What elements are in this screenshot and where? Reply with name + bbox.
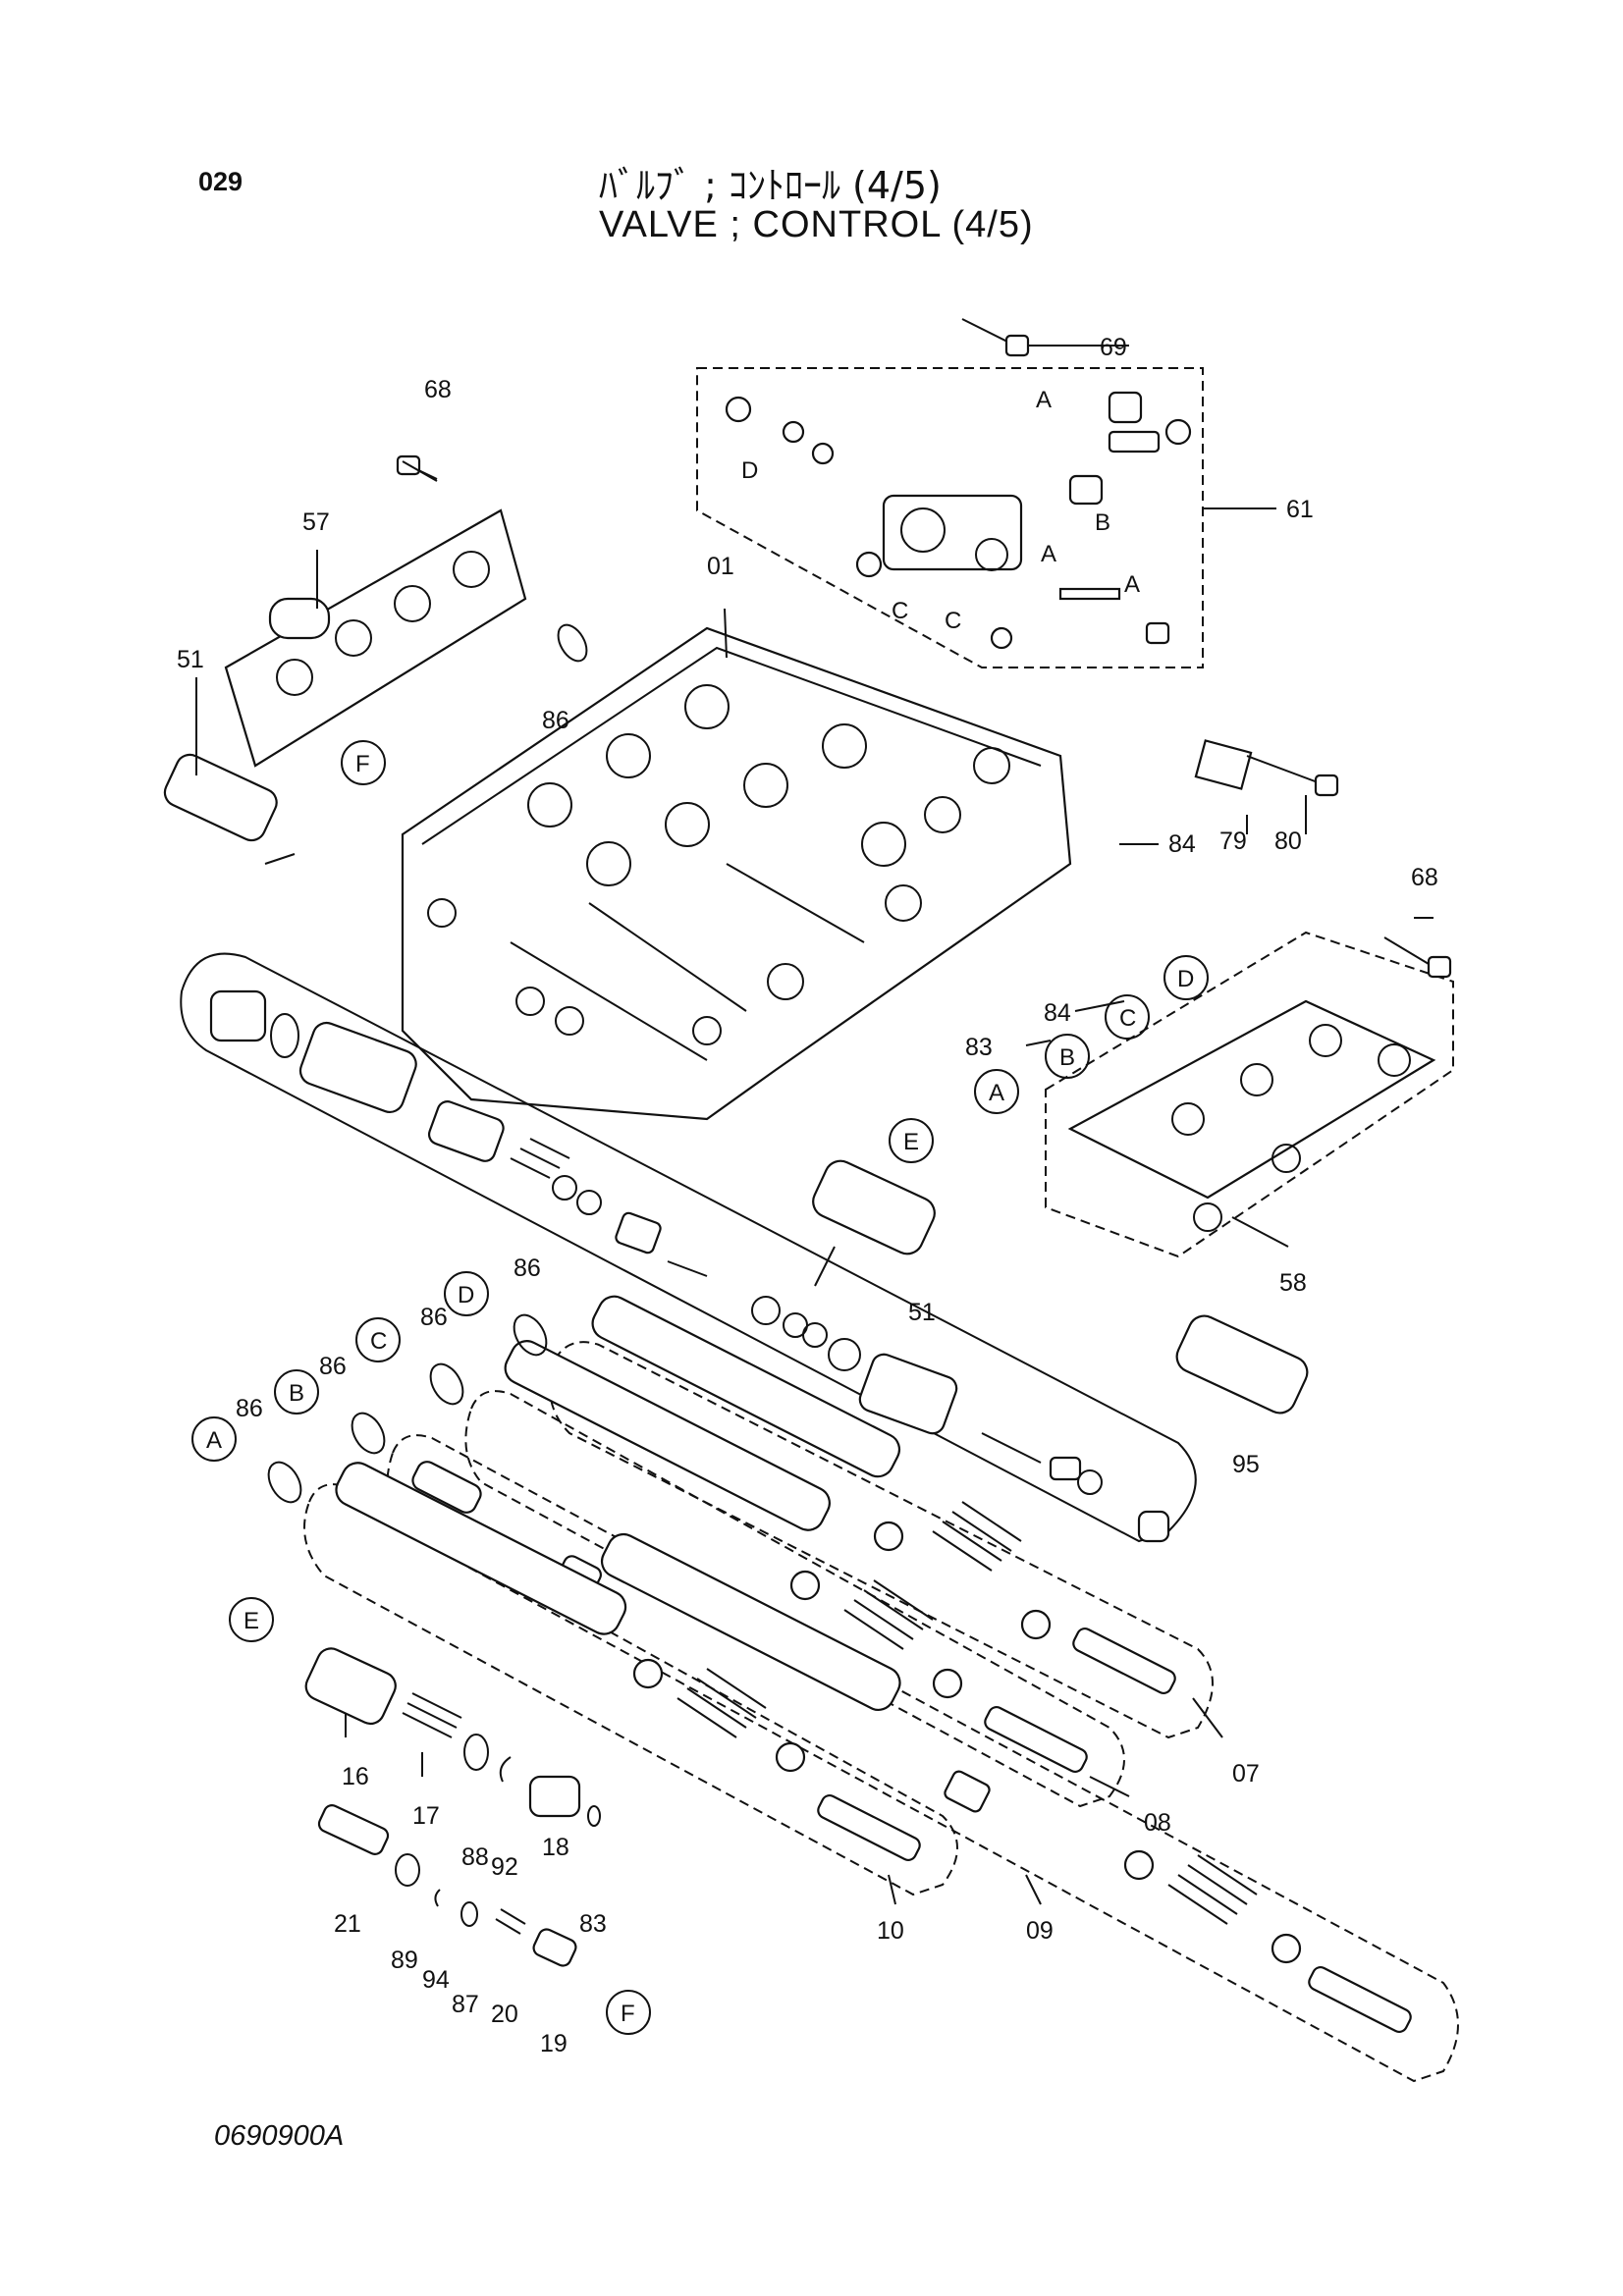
- part-label: 68: [424, 376, 452, 403]
- box-61-letters: A B A A D C C: [741, 387, 1140, 634]
- part-label: 92: [491, 1853, 518, 1881]
- part-label: 86: [420, 1304, 448, 1331]
- solenoid-51-center: [812, 1159, 936, 1287]
- valve-body-01: [401, 626, 1072, 1121]
- callout-letter: F: [355, 751, 370, 777]
- part-label: 69: [1100, 334, 1127, 361]
- part-label: 07: [1232, 1760, 1260, 1788]
- o-rings-86: [267, 623, 588, 1504]
- part-label: 20: [491, 2001, 518, 2028]
- part-label: 84: [1168, 830, 1196, 858]
- title-english: VALVE ; CONTROL (4/5): [599, 204, 1034, 245]
- part-label: 09: [1026, 1917, 1054, 1945]
- callout-letter: A: [989, 1080, 1004, 1106]
- solenoid-95: [1175, 1314, 1309, 1415]
- part-label: 51: [908, 1299, 936, 1326]
- callout-letter: C: [945, 608, 961, 634]
- part-label: 10: [877, 1917, 904, 1945]
- cover-58: [1045, 931, 1454, 1258]
- solenoid-51-left: [163, 753, 296, 865]
- callout-circles: F D C B A E D C B A E F: [191, 740, 1209, 2035]
- bolt-68-right: [1383, 936, 1452, 979]
- callout-letter: A: [1124, 571, 1140, 598]
- part-label: 79: [1219, 828, 1247, 855]
- callout-letter: C: [370, 1328, 387, 1355]
- callout-letter: C: [1119, 1005, 1136, 1032]
- part-label: 89: [391, 1947, 418, 1974]
- callout-letter: D: [458, 1282, 474, 1308]
- part-label: 86: [319, 1353, 347, 1380]
- title-japanese: ﾊﾞﾙﾌﾞ ; ｺﾝﾄﾛｰﾙ (4/5): [599, 164, 942, 207]
- subassembly-61: [696, 367, 1204, 668]
- leader-lines: [195, 345, 1434, 1905]
- part-label: 18: [542, 1834, 569, 1861]
- part-label: 58: [1279, 1269, 1307, 1297]
- part-label: 51: [177, 646, 204, 673]
- callout-letter: D: [1177, 966, 1194, 992]
- part-number-labels: 01 07 08 09 10 16 17 18 19 20 21 51 51 5…: [177, 334, 1438, 2057]
- part-label: 86: [236, 1395, 263, 1422]
- page-number: 029: [198, 167, 243, 196]
- bolt-68-upper: [396, 454, 438, 482]
- callout-letter: F: [621, 2001, 635, 2027]
- bolt-69: [961, 318, 1090, 357]
- part-label: 21: [334, 1910, 361, 1938]
- cover-plate-57: [224, 508, 527, 768]
- callout-letter: C: [892, 598, 908, 624]
- part-label: 86: [542, 707, 569, 734]
- spool-group-07: [549, 1295, 1214, 1739]
- part-label: 83: [965, 1034, 993, 1061]
- spool-group-10: [303, 1462, 958, 1896]
- part-label: 87: [452, 1991, 479, 2018]
- plate-79: [1194, 739, 1253, 790]
- callout-letter: B: [1059, 1044, 1075, 1071]
- spool-group-08: [464, 1340, 1125, 1808]
- callout-letter: E: [243, 1608, 259, 1634]
- part-label: 83: [579, 1910, 607, 1938]
- spool-group-09: [386, 1434, 1459, 2083]
- callout-letter: B: [289, 1380, 304, 1407]
- part-label: 84: [1044, 999, 1071, 1027]
- part-label: 61: [1286, 496, 1314, 523]
- callout-letter: E: [903, 1129, 919, 1155]
- part-label: 95: [1232, 1451, 1260, 1478]
- callout-letter: A: [206, 1427, 222, 1454]
- part-label: 08: [1144, 1809, 1171, 1837]
- part-label: 94: [422, 1966, 450, 1994]
- part-label: 19: [540, 2030, 568, 2057]
- callout-letter: A: [1041, 541, 1056, 567]
- part-label: 16: [342, 1763, 369, 1790]
- part-label: 17: [412, 1802, 440, 1830]
- drawing-code: 0690900A: [214, 2120, 345, 2152]
- part-label: 88: [461, 1843, 489, 1871]
- part-label: 01: [707, 553, 734, 580]
- callout-letter: D: [741, 457, 758, 484]
- part-label: 80: [1274, 828, 1302, 855]
- callout-letter: A: [1036, 387, 1052, 413]
- part-label: 68: [1411, 864, 1438, 891]
- part-label: 57: [302, 508, 330, 536]
- callout-letter: B: [1095, 509, 1110, 536]
- lower-left-parts: [304, 1647, 601, 1967]
- bolt-80: [1246, 755, 1339, 797]
- spool-assembly-enclosure: [180, 952, 1197, 1543]
- part-label: 86: [514, 1255, 541, 1282]
